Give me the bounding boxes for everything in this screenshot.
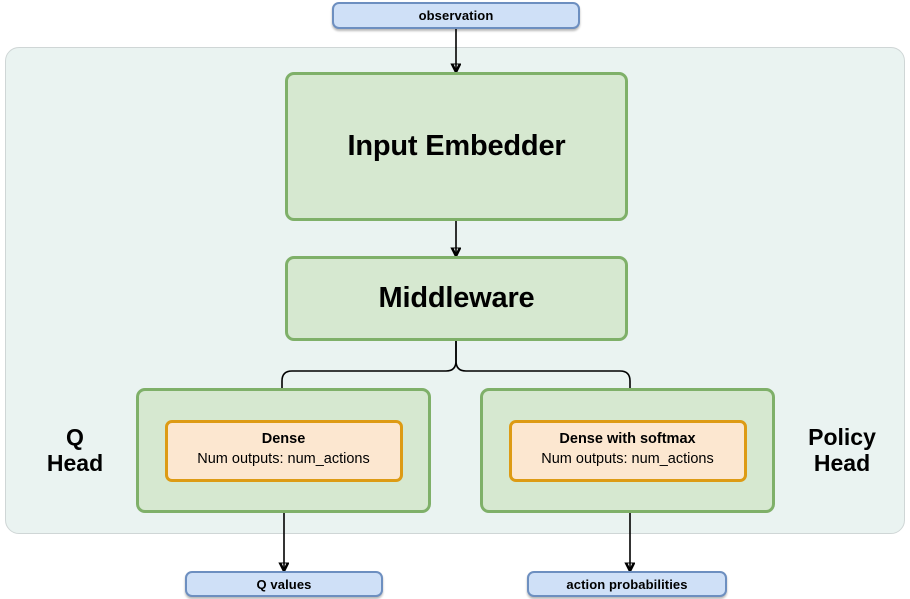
policy-head-dense-box[interactable]: Dense with softmax Num outputs: num_acti… — [508, 419, 747, 482]
input-observation-label: observation — [418, 8, 494, 23]
caption-policy-head: Policy Head — [783, 415, 901, 485]
q-head-dense-subtitle: Num outputs: num_actions — [197, 450, 370, 467]
output-q-values[interactable]: Q values — [185, 571, 383, 597]
input-observation[interactable]: observation — [332, 2, 580, 29]
output-action-probabilities[interactable]: action probabilities — [527, 571, 727, 597]
block-input-embedder-label: Input Embedder — [347, 130, 566, 163]
caption-policy-head-line2: Head — [813, 450, 871, 476]
q-head-dense-box[interactable]: Dense Num outputs: num_actions — [164, 419, 403, 482]
block-middleware[interactable]: Middleware — [285, 256, 628, 341]
caption-q-head-line1: Q — [66, 423, 84, 450]
policy-head-dense-title: Dense with softmax — [559, 430, 696, 447]
output-q-values-label: Q values — [256, 576, 312, 592]
group-q-head[interactable]: Dense Num outputs: num_actions — [136, 388, 431, 513]
block-input-embedder[interactable]: Input Embedder — [285, 72, 628, 221]
q-head-dense-title: Dense — [261, 430, 306, 447]
output-action-probabilities-label: action probabilities — [566, 576, 688, 592]
block-middleware-label: Middleware — [378, 282, 535, 315]
caption-q-head-line2: Head — [46, 450, 104, 476]
caption-q-head: Q Head — [20, 415, 130, 485]
policy-head-dense-subtitle: Num outputs: num_actions — [541, 450, 714, 467]
caption-policy-head-line1: Policy — [808, 423, 876, 450]
group-policy-head[interactable]: Dense with softmax Num outputs: num_acti… — [480, 388, 775, 513]
